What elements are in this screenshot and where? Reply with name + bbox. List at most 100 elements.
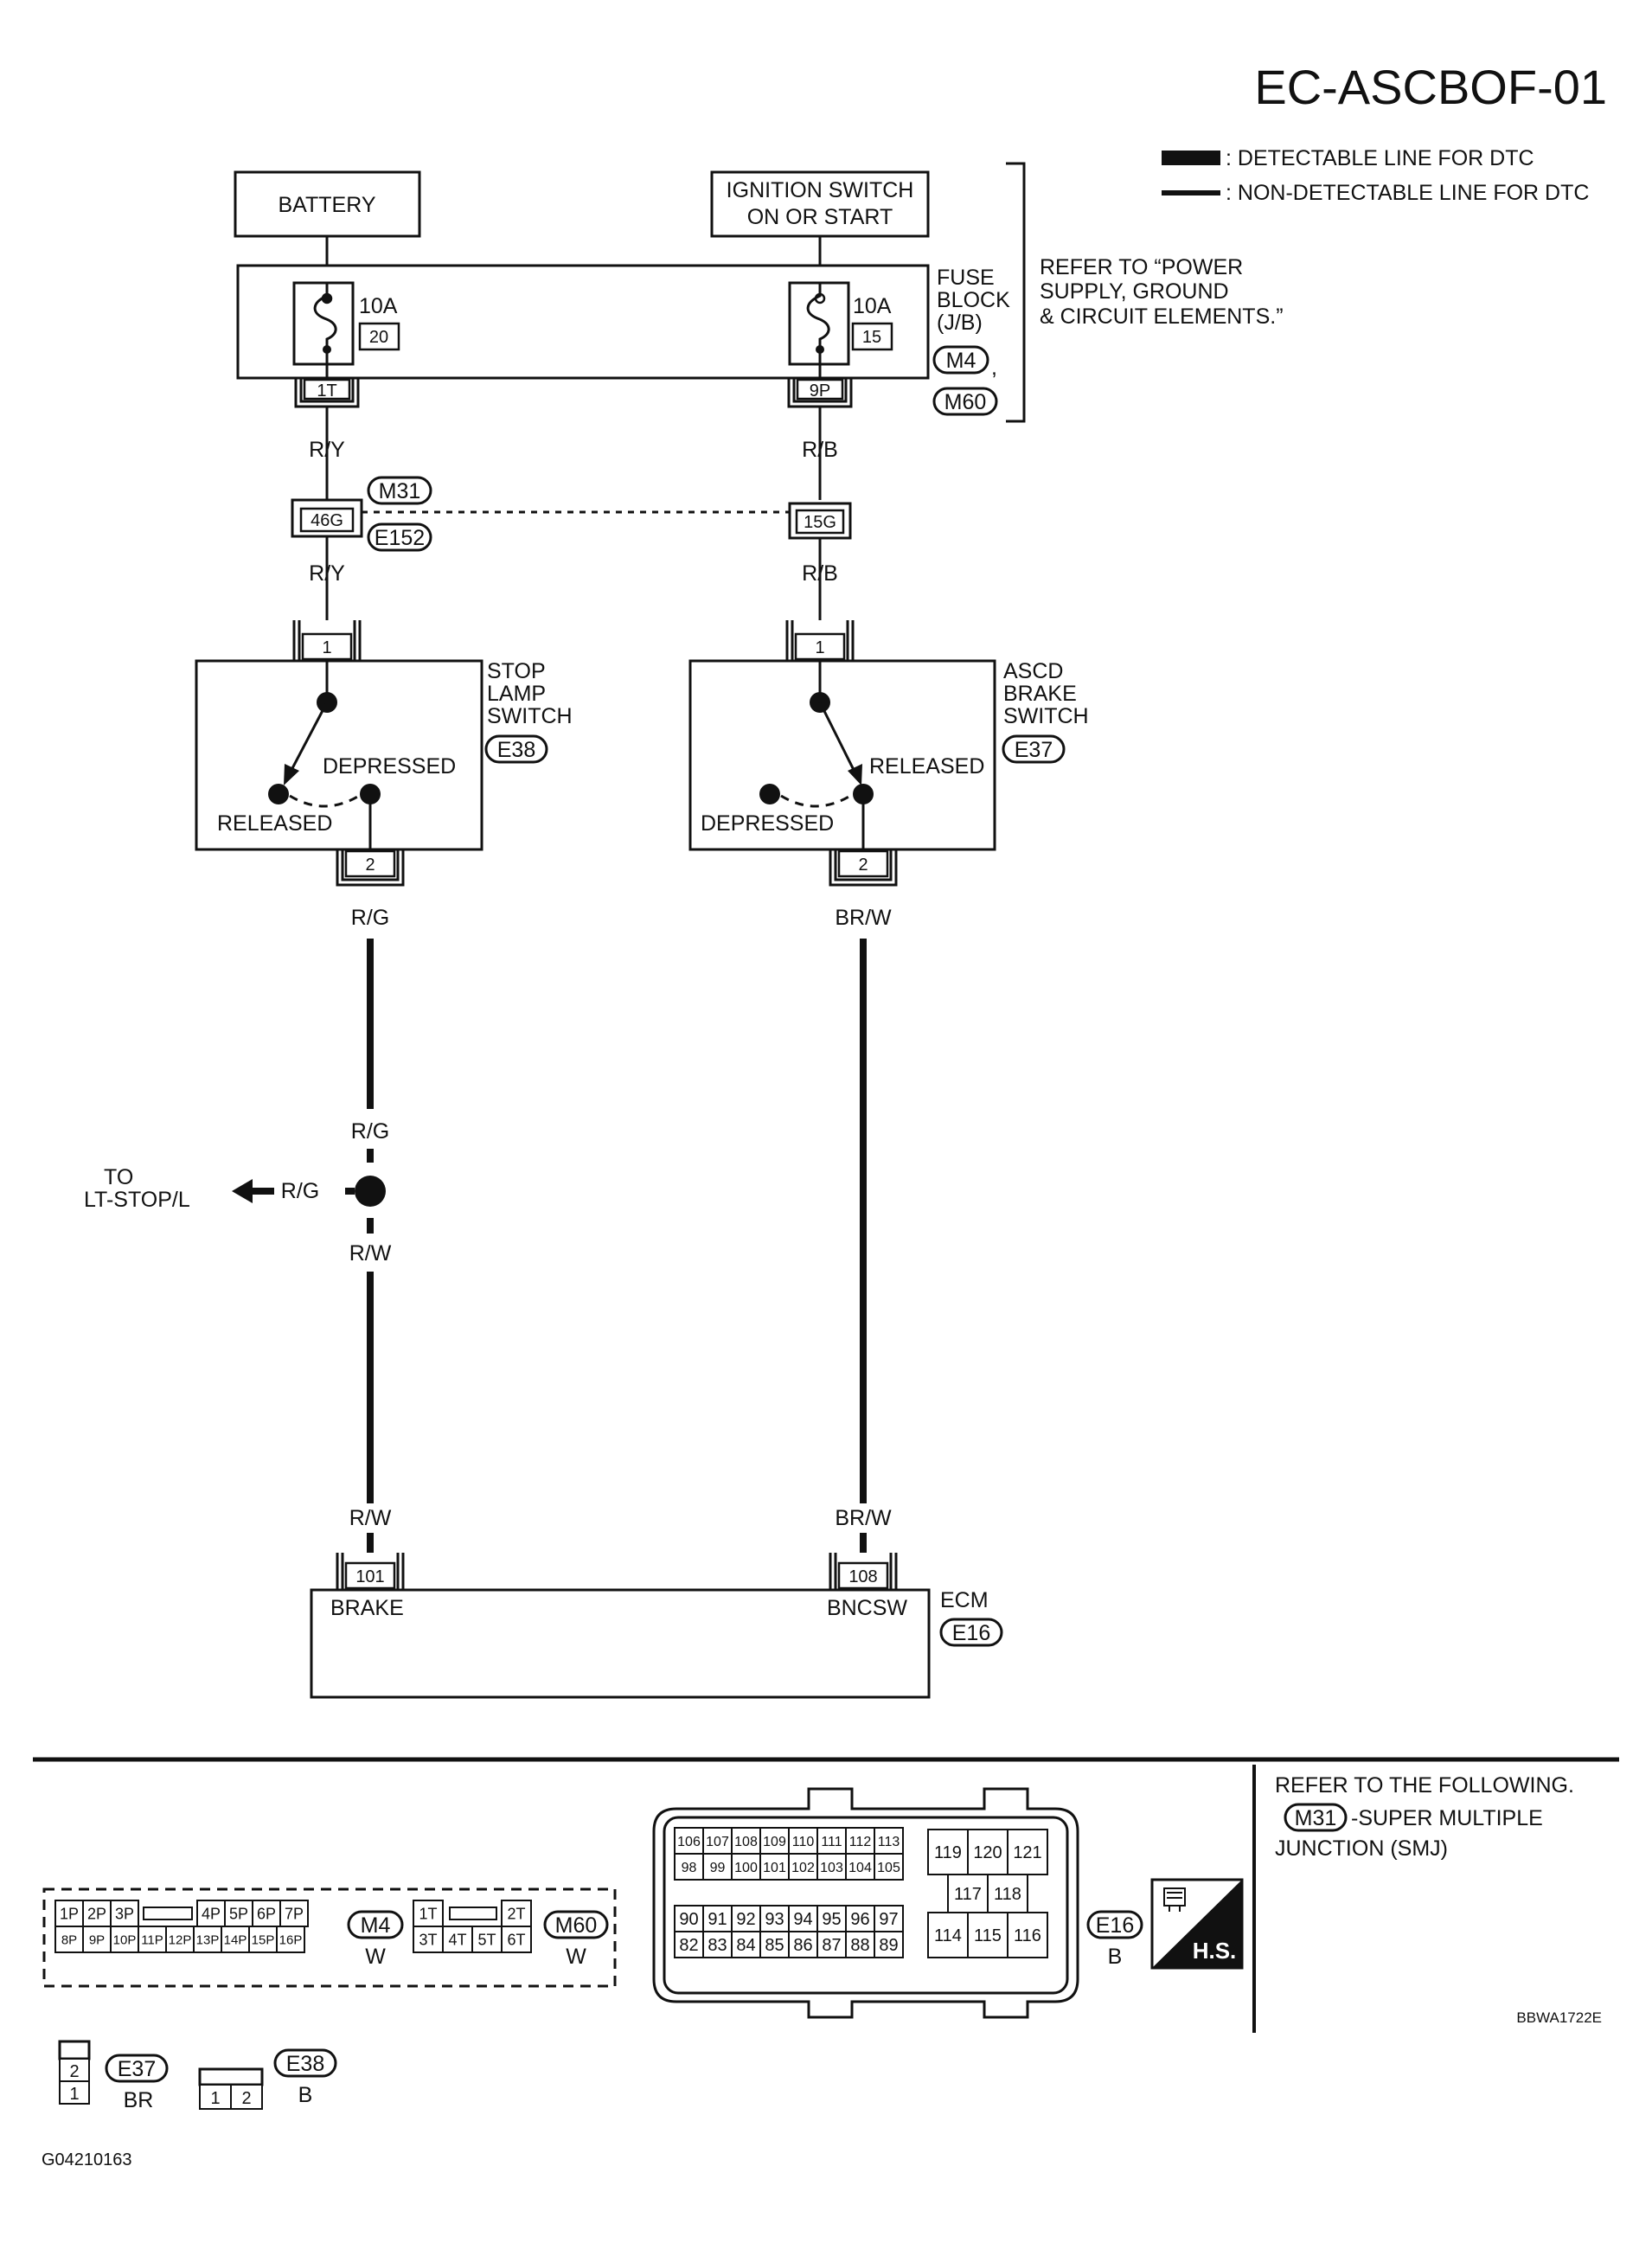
battery-label: BATTERY	[279, 193, 376, 217]
e16-pin-label: 86	[793, 1936, 812, 1955]
e16-pin-label: 107	[706, 1835, 729, 1849]
ecm-label: ECM	[940, 1588, 989, 1612]
ascd-pin-in: 1	[815, 638, 824, 657]
fuse-block-pin-left: 1T	[294, 378, 360, 408]
m4-pin-label: 2P	[87, 1905, 106, 1922]
ecm-pin-101: 101	[355, 1567, 384, 1586]
m4-pin-label: 13P	[196, 1932, 220, 1947]
joint-connector-left: 46G	[291, 498, 363, 538]
e16-color: B	[1108, 1945, 1123, 1969]
e16-pin	[731, 1827, 761, 1855]
ascd-conn: E37	[1015, 738, 1053, 762]
m4-pin	[279, 1900, 309, 1927]
wire-label-right-switch-out: BR/W	[835, 906, 892, 930]
e16-pin	[702, 1931, 733, 1958]
fuse-block-conn-m60: M60	[944, 390, 987, 414]
fuse-block-conn-m4: M4	[946, 349, 976, 373]
wire-label-right-ecm-in: BR/W	[835, 1506, 892, 1530]
m4-pin	[54, 1926, 84, 1953]
wire-label-left-junction-out: R/W	[349, 1241, 392, 1266]
m4-pin-label: 1P	[60, 1905, 79, 1922]
ecm-box: 101 108 BRAKE BNCSW	[310, 1553, 931, 1699]
e16-pin	[731, 1853, 761, 1881]
e16-pin	[674, 1827, 704, 1855]
ascd-pin-out: 2	[858, 856, 868, 875]
e16-pin-label: 119	[934, 1843, 962, 1862]
e16-pin	[947, 1874, 989, 1913]
ecm-conn: E16	[952, 1621, 990, 1645]
m60-color: W	[566, 1945, 586, 1969]
e16-pin-label: 108	[734, 1835, 758, 1849]
m60-pin-label: 5T	[477, 1931, 496, 1948]
e16-pin-label: 112	[849, 1835, 872, 1849]
diagram-code: EC-ASCBOF-01	[1254, 60, 1607, 114]
m60-key-slot	[449, 1907, 497, 1920]
m4-pin-label: 16P	[279, 1932, 303, 1947]
m4-pin	[110, 1900, 139, 1927]
e16-pin-label: 92	[736, 1910, 755, 1929]
e16-pin-label: 97	[879, 1910, 898, 1929]
m60-pin	[501, 1900, 532, 1927]
ecm-bncsw-label: BNCSW	[827, 1596, 907, 1620]
e16-pin	[702, 1853, 733, 1881]
e16-pin	[788, 1827, 818, 1855]
m4-pin-label: 7P	[285, 1905, 304, 1922]
m4-pin	[224, 1900, 253, 1927]
wire-label-left-top: R/Y	[309, 438, 345, 462]
e16-pin-label: 91	[708, 1910, 727, 1929]
svg-text:15G: 15G	[804, 513, 836, 532]
stop-lamp-label-2: LAMP	[487, 682, 546, 706]
e16-pin-label: 95	[822, 1910, 841, 1929]
e38-color: B	[298, 2083, 313, 2107]
e16-pin-label: 93	[765, 1910, 784, 1929]
e16-pin-label: 82	[679, 1936, 698, 1955]
stop-lamp-switch: 1 DEPRESSED RELEASED 2	[195, 620, 483, 887]
e16-pin	[987, 1874, 1028, 1913]
legend-thick-swatch	[1162, 151, 1220, 165]
svg-text:46G: 46G	[311, 511, 343, 530]
m60-pin-label: 2T	[507, 1905, 525, 1922]
fuse-right-rating: 10A	[853, 294, 892, 318]
stop-lamp-pin-out: 2	[365, 856, 375, 875]
e37-color: BR	[124, 2088, 154, 2112]
branch-to-line-2: LT-STOP/L	[84, 1188, 190, 1212]
e16-pin-label: 116	[1014, 1926, 1041, 1945]
m4-pin	[276, 1926, 305, 1953]
m4-pin-label: 9P	[89, 1932, 105, 1947]
e16-pin-label: 84	[736, 1936, 755, 1955]
e16-pin-label: 101	[763, 1861, 786, 1875]
e16-pin	[1007, 1912, 1048, 1958]
wire-label-left-mid: R/Y	[309, 561, 345, 586]
e37-id: E37	[118, 2057, 156, 2081]
legend-detectable: : DETECTABLE LINE FOR DTC	[1226, 146, 1534, 170]
ignition-switch-box: IGNITION SWITCH ON OR START	[710, 170, 930, 238]
branch-arrow	[232, 1179, 253, 1203]
joint-conn-m31: M31	[379, 479, 421, 503]
e16-pin-label: 85	[765, 1936, 784, 1955]
e16-pin-label: 105	[877, 1861, 900, 1875]
e37-connector-face: 2 1	[58, 2040, 91, 2105]
e16-pin	[674, 1853, 704, 1881]
m4-color: W	[365, 1945, 386, 1969]
e16-pin-label: 120	[973, 1843, 1002, 1862]
e16-pin-label: 117	[954, 1885, 982, 1904]
stop-lamp-depressed: DEPRESSED	[323, 754, 456, 779]
e16-pin-label: 104	[848, 1861, 872, 1875]
joint-connector-right: 15G	[788, 502, 852, 540]
hs-label: H.S.	[1193, 1938, 1237, 1964]
m4-key-slot	[143, 1907, 193, 1920]
e16-pin-label: 115	[974, 1926, 1002, 1945]
wire-label-left-switch-out: R/G	[351, 906, 389, 930]
m4-pin-label: 3P	[115, 1905, 134, 1922]
svg-text:9P: 9P	[810, 381, 830, 401]
m60-pin	[501, 1926, 532, 1953]
figure-code: BBWA1722E	[1516, 2009, 1602, 2026]
notes-smj-text-1: -SUPER MULTIPLE	[1351, 1806, 1543, 1830]
e16-pin-label: 109	[763, 1835, 786, 1849]
ignition-label-2: ON OR START	[747, 205, 893, 229]
fuse-left-rating: 10A	[359, 294, 398, 318]
e16-id: E16	[1096, 1913, 1134, 1938]
